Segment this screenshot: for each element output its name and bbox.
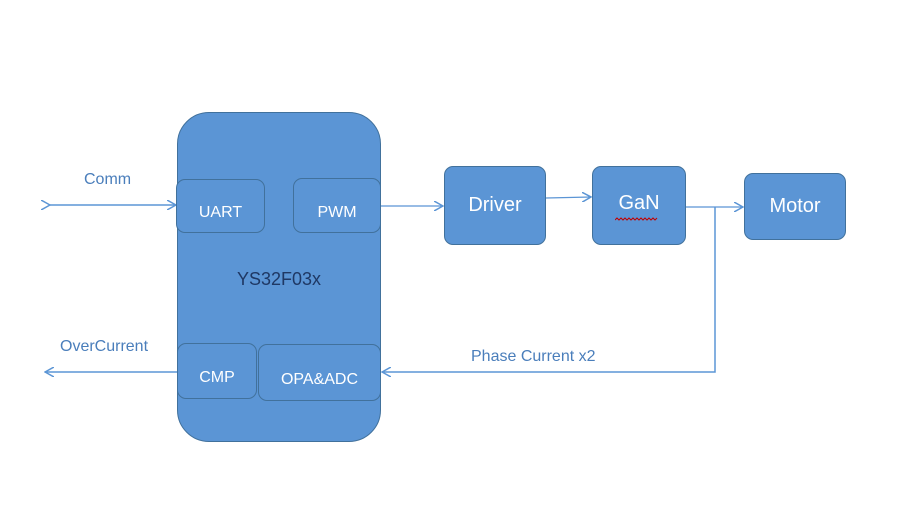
cmp-block: CMP (177, 343, 257, 399)
motor-block: Motor (744, 173, 846, 240)
spellcheck-underline (615, 217, 658, 221)
mcu-title: YS32F03x (236, 269, 322, 289)
overcurrent-label: OverCurrent (60, 338, 149, 355)
pwm-label: PWM (317, 203, 357, 221)
motor-label: Motor (769, 195, 821, 217)
gan-label: GaN (618, 192, 660, 214)
driver-block: Driver (444, 166, 546, 245)
uart-label: UART (198, 204, 243, 221)
uart-block: UART (176, 179, 265, 233)
opa-adc-label: OPA&ADC (280, 370, 359, 388)
gan-block: GaN (592, 166, 686, 245)
phase-current-connector (382, 207, 716, 372)
phase-current-label: Phase Current x2 (471, 348, 596, 365)
cmp-label: CMP (199, 369, 235, 386)
driver-label: Driver (468, 194, 522, 216)
opa-adc-block: OPA&ADC (258, 344, 381, 401)
pwm-block: PWM (293, 178, 381, 233)
driver-to-gan-connector (545, 197, 591, 198)
comm-label: Comm (84, 171, 132, 188)
